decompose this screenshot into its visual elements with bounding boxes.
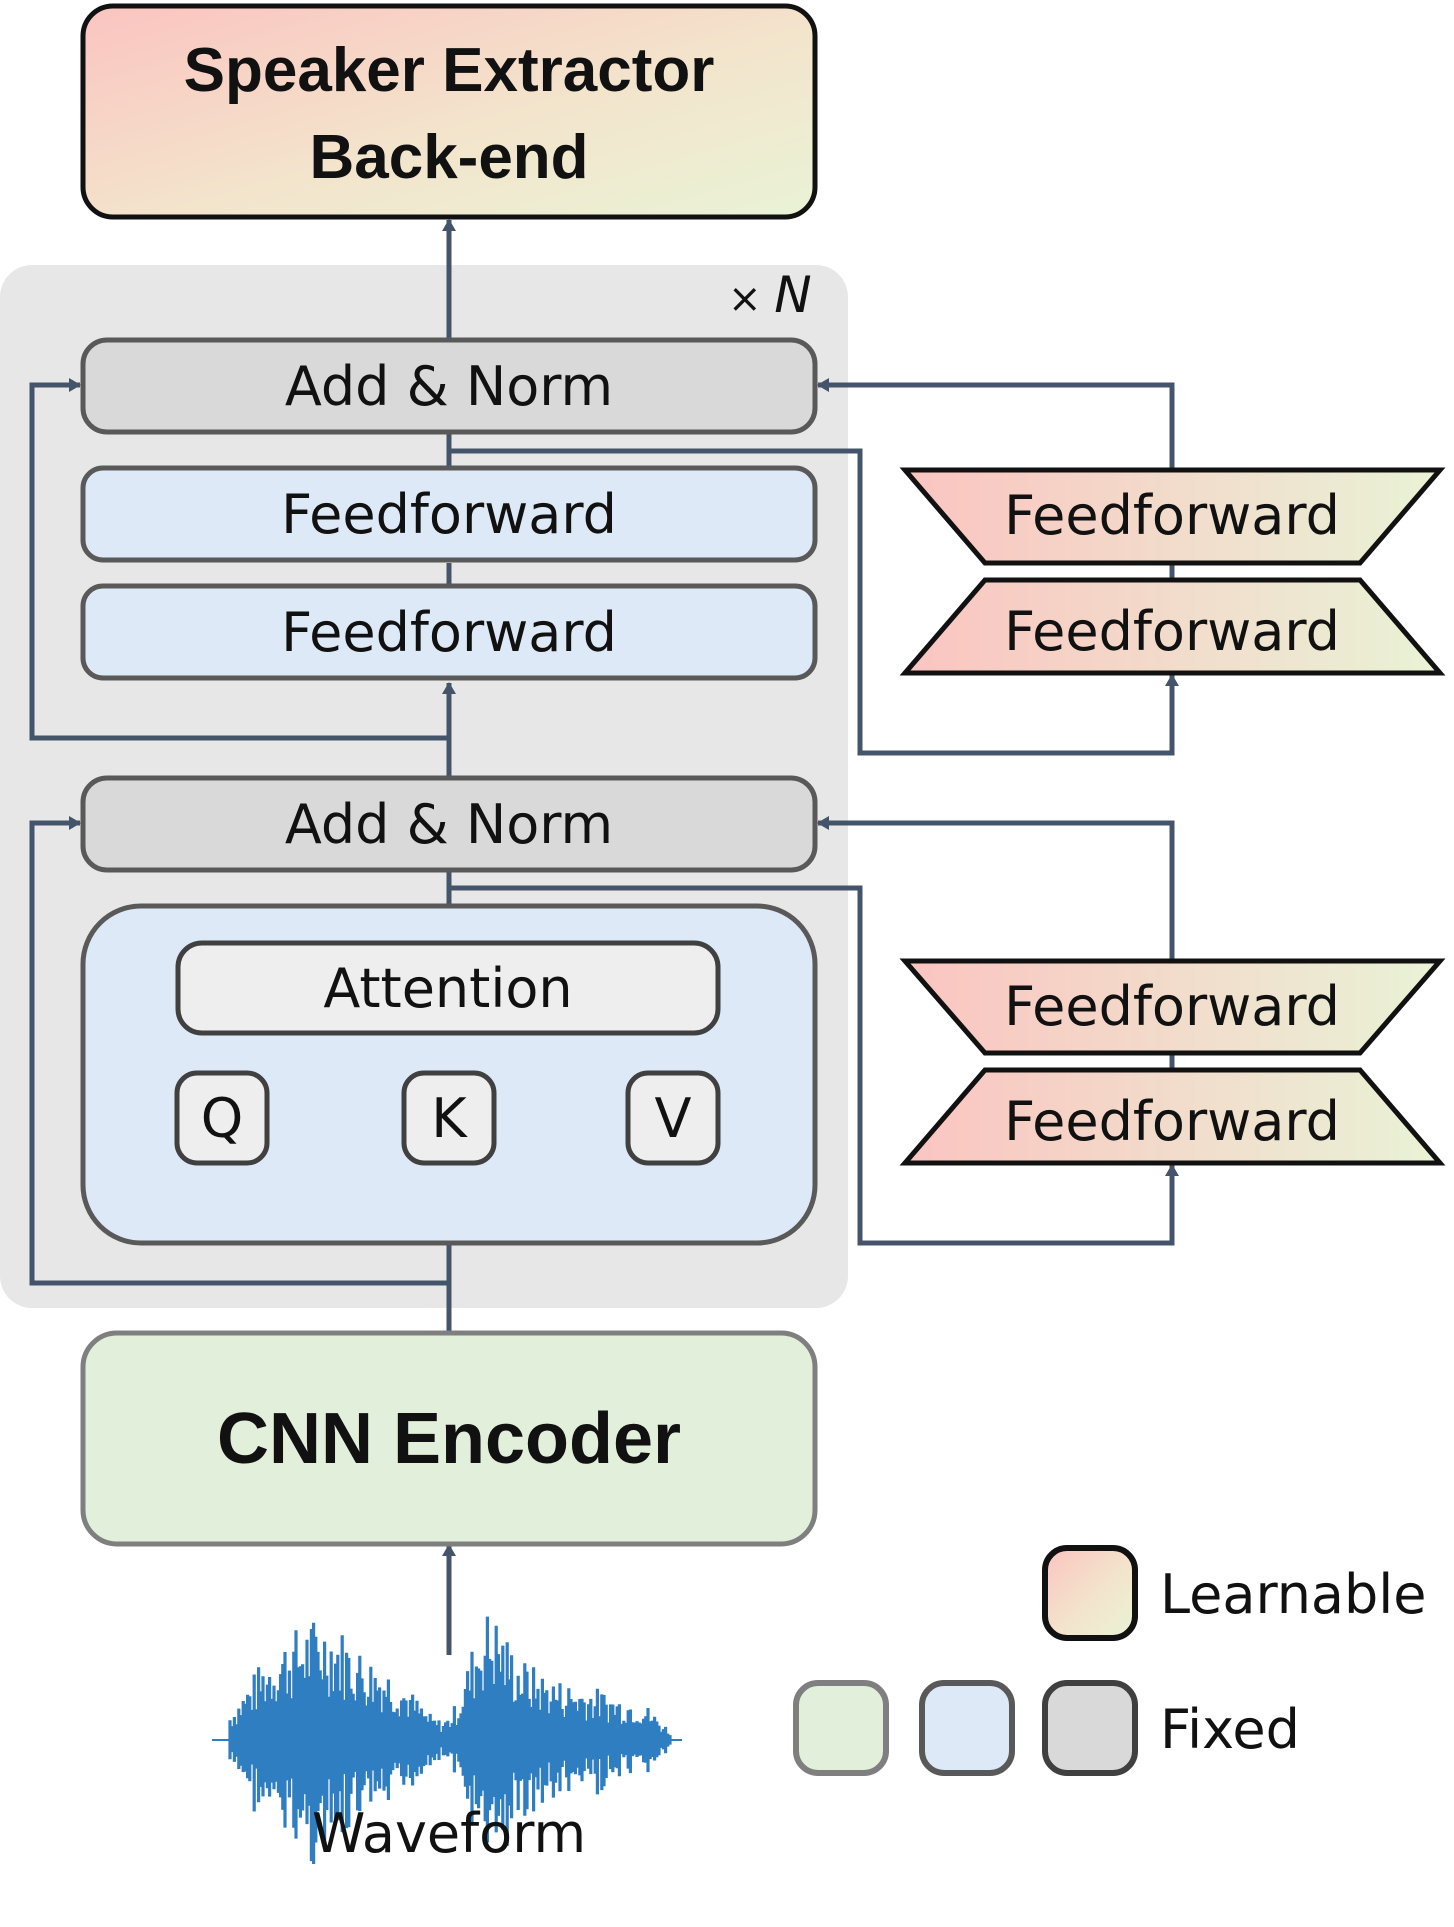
legend-fixed-label: Fixed <box>1160 1698 1300 1761</box>
adapter-lower-down <box>899 958 1446 1056</box>
attention-box <box>175 940 721 1036</box>
v-box <box>625 1070 721 1166</box>
add-norm-top <box>80 337 818 435</box>
waveform-signal <box>212 1616 682 1864</box>
legend-learnable-label: Learnable <box>1160 1563 1427 1626</box>
adapter-upper-down <box>899 467 1446 566</box>
adapter-lower-down-label: Feedforward <box>1004 975 1340 1038</box>
legend-fixed-blue-swatch <box>919 1680 1015 1776</box>
backend-title-line2: Back-end <box>309 123 588 192</box>
q-box <box>174 1070 270 1166</box>
feedforward-top-2-label: Feedforward <box>281 601 617 664</box>
cnn-encoder-box <box>80 1330 818 1547</box>
adapter-upper-down-label: Feedforward <box>1004 484 1340 547</box>
legend-learnable-swatch <box>1042 1545 1138 1641</box>
feedforward-top-1-label: Feedforward <box>281 483 617 546</box>
repeat-label: × N <box>728 266 812 324</box>
backend-title-line1: Speaker Extractor <box>184 36 715 105</box>
add-norm-top-label: Add & Norm <box>285 355 613 418</box>
k-box <box>401 1070 497 1166</box>
q-label: Q <box>201 1087 244 1150</box>
add-norm-bottom-label: Add & Norm <box>285 793 613 856</box>
feedforward-top-1 <box>80 465 818 563</box>
legend-fixed-gray-swatch <box>1042 1680 1138 1776</box>
k-label: K <box>431 1087 468 1150</box>
adapter-lower-up-label: Feedforward <box>1004 1090 1340 1153</box>
legend-fixed-green-swatch <box>793 1680 889 1776</box>
waveform-label: Waveform <box>312 1802 586 1865</box>
add-norm-bottom <box>80 775 818 873</box>
attention-label: Attention <box>323 957 572 1020</box>
adapter-upper-up <box>899 577 1446 676</box>
feedforward-top-2 <box>80 583 818 681</box>
cnn-encoder-label: CNN Encoder <box>217 1399 681 1479</box>
backend-box <box>80 3 818 220</box>
v-label: V <box>655 1087 692 1150</box>
adapter-upper-up-label: Feedforward <box>1004 600 1340 663</box>
adapter-lower-up <box>899 1067 1446 1166</box>
